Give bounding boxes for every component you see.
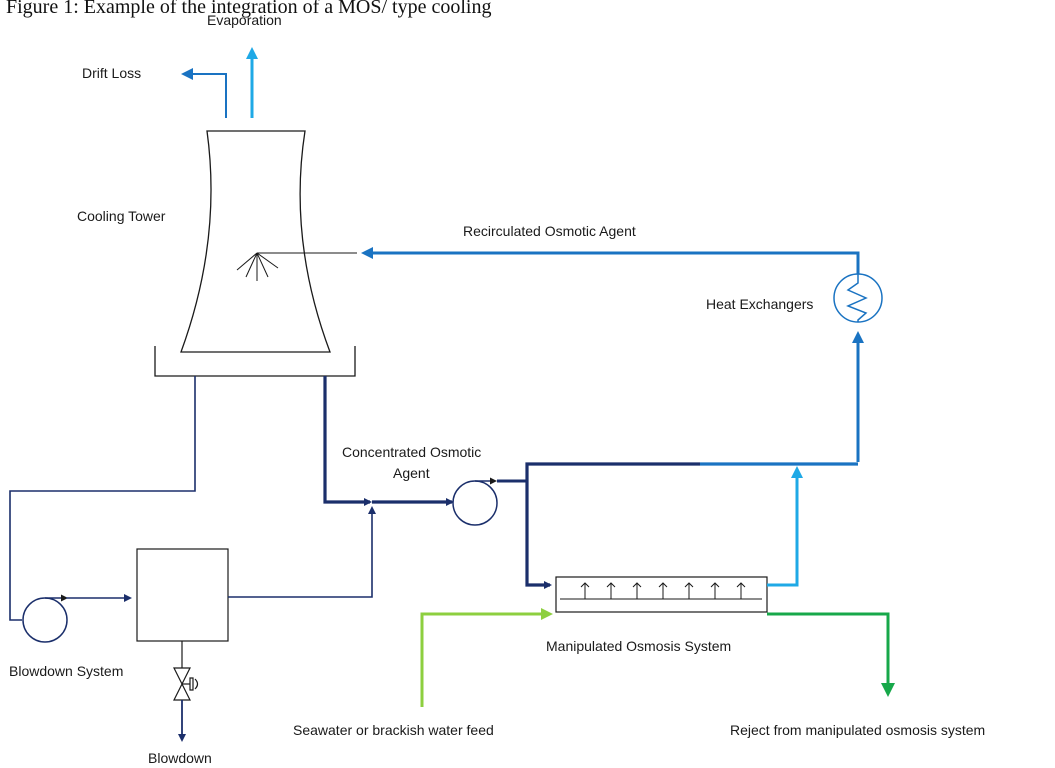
recirculated-agent-label: Recirculated Osmotic Agent	[463, 223, 636, 239]
cooling-tower-label: Cooling Tower	[77, 208, 166, 224]
bypass-line-navy	[525, 462, 700, 481]
recirculated-agent-line	[361, 247, 860, 274]
mos-feed-line	[525, 481, 552, 589]
blowdown-system-label: Blowdown System	[9, 663, 123, 679]
drift-loss-arrow	[181, 68, 227, 118]
heat-exchanger-coil-icon	[846, 274, 868, 322]
drift-loss-label: Drift Loss	[82, 65, 141, 81]
concentrated-agent-line	[323, 376, 372, 506]
cooling-tower	[154, 130, 357, 377]
blowdown-pump	[22, 594, 68, 643]
figure-caption: Figure 1: Example of the integration of …	[6, 0, 491, 18]
heat-exchangers-label: Heat Exchangers	[706, 296, 813, 312]
spray-nozzle-icon	[236, 252, 357, 281]
heat-exchanger	[833, 273, 883, 323]
mos-system-label: Manipulated Osmosis System	[546, 638, 731, 654]
evaporation-label: Evaporation	[207, 12, 282, 28]
blowdown-treatment-unit	[136, 548, 229, 642]
mos-unit	[555, 576, 768, 613]
blowdown-label: Blowdown	[148, 750, 212, 766]
seawater-feed-line	[420, 608, 553, 707]
blowdown-return-line	[228, 506, 376, 598]
seawater-feed-label: Seawater or brackish water feed	[293, 722, 494, 738]
diluted-agent-line	[767, 466, 803, 587]
blowdown-feed-line	[9, 376, 196, 621]
main-pump	[452, 477, 498, 526]
concentrated-agent-label-1: Concentrated Osmotic	[342, 444, 481, 460]
concentrated-agent-label-2: Agent	[393, 465, 430, 481]
reject-label: Reject from manipulated osmosis system	[730, 722, 985, 738]
membrane-arrows-icon	[580, 582, 746, 599]
reject-line	[767, 612, 895, 697]
blowdown-valve-icon	[173, 667, 199, 701]
